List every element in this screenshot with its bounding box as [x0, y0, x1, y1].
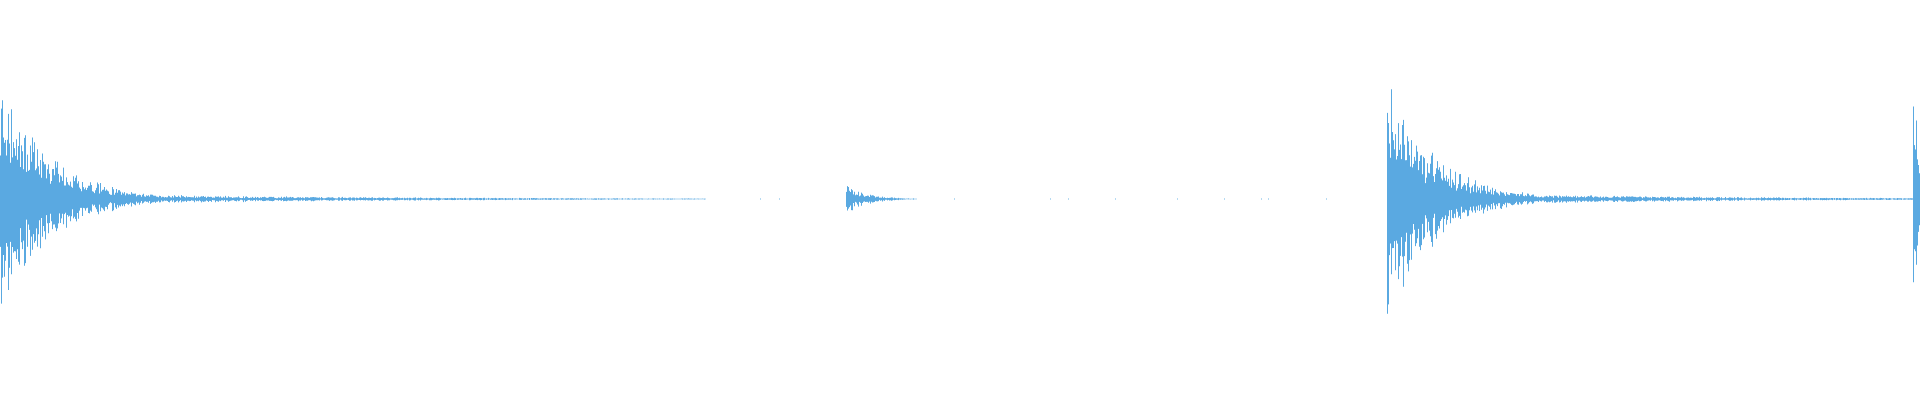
- waveform-path: [0, 89, 1920, 314]
- waveform-trace: [0, 89, 1920, 314]
- waveform-noise: [760, 198, 1327, 200]
